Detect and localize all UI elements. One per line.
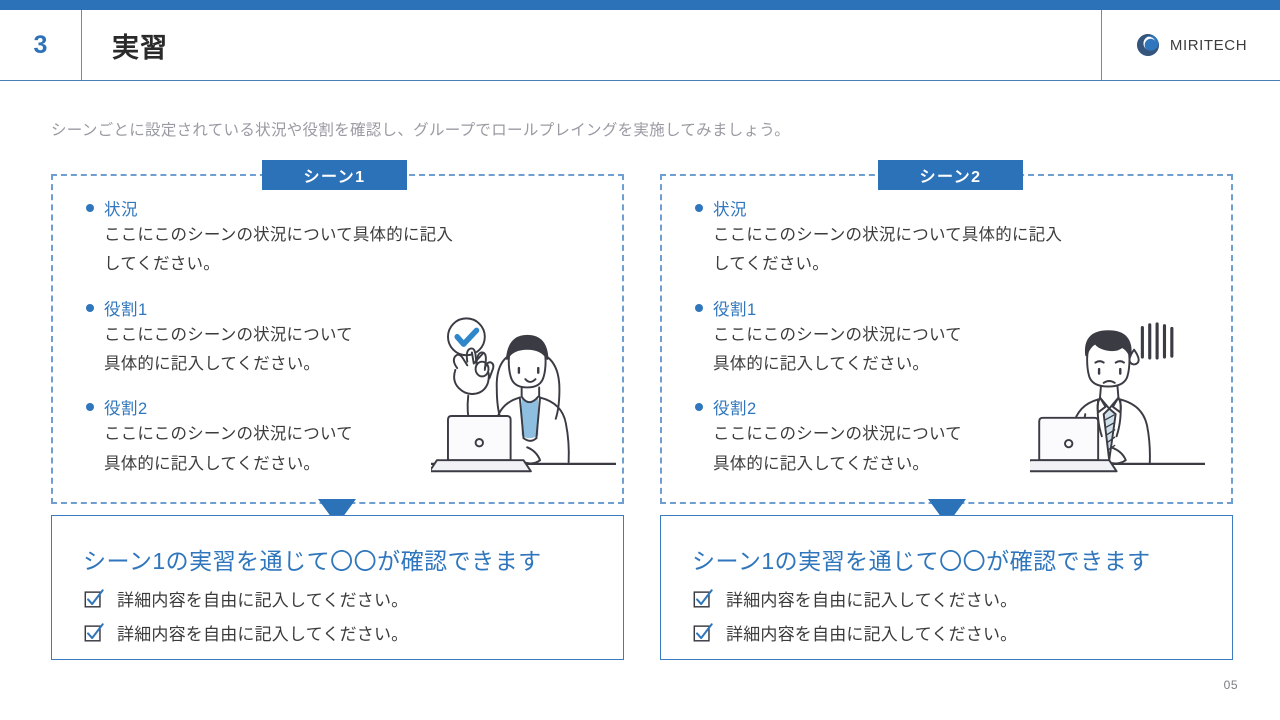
conclusion-2-check-list: 詳細内容を自由に記入してください。 詳細内容を自由に記入してください。	[692, 586, 1017, 654]
scene-1-block-0: 状況 ここにこのシーンの状況について具体的に記入 してください。	[86, 196, 456, 280]
bullet-dot-icon	[86, 403, 94, 412]
scene-1-block-0-head: 状況	[86, 196, 456, 220]
section-number: 3	[0, 10, 82, 80]
scene-2-block-0-body: ここにこのシーンの状況について具体的に記入 してください。	[713, 226, 1063, 274]
checkbox-checked-icon[interactable]	[83, 622, 105, 644]
scene-2-block-1-title: 役割1	[713, 300, 757, 319]
brand-logo-text: MIRITECH	[1169, 36, 1248, 54]
scene-2-block-2: 役割2 ここにこのシーンの状況について 具体的に記入してください。	[695, 395, 1065, 479]
conclusion-1-check-0: 詳細内容を自由に記入してください。	[117, 591, 409, 610]
conclusion-1-check-list: 詳細内容を自由に記入してください。 詳細内容を自由に記入してください。	[83, 586, 408, 654]
scene-1-block-1-body: ここにこのシーンの状況について 具体的に記入してください。	[104, 325, 353, 374]
woman-ok-gesture-laptop-illustration	[428, 311, 617, 486]
scene-panel-2: シーン2	[660, 160, 1233, 504]
scene-1-block-2-title: 役割2	[104, 400, 148, 419]
scene-2-block-1-head: 役割1	[695, 296, 1065, 320]
scene-1-block-2: 役割2 ここにこのシーンの状況について 具体的に記入してください。	[86, 395, 456, 479]
scene-2-block-1: 役割1 ここにこのシーンの状況について 具体的に記入してください。	[695, 296, 1065, 380]
scene-1-block-1-title: 役割1	[104, 300, 148, 319]
scene-2-block-2-body: ここにこのシーンの状況について 具体的に記入してください。	[713, 425, 962, 473]
worried-man-sweat-laptop-illustration	[1021, 311, 1207, 486]
bullet-dot-icon	[695, 403, 703, 412]
list-item[interactable]: 詳細内容を自由に記入してください。	[83, 620, 408, 645]
brand-logo: MIRITECH	[1102, 10, 1280, 80]
scene-tab-1[interactable]: シーン1	[262, 160, 407, 190]
scene-panel-1: シーン1	[51, 160, 624, 504]
spiral-logo-icon	[1135, 32, 1161, 58]
scene-1-bullet-list: 状況 ここにこのシーンの状況について具体的に記入 してください。 役割1 ここに…	[86, 196, 456, 479]
scene-2-block-1-body: ここにこのシーンの状況について 具体的に記入してください。	[713, 325, 962, 374]
list-item[interactable]: 詳細内容を自由に記入してください。	[692, 620, 1017, 645]
scene-2-block-0-title: 状況	[713, 201, 747, 219]
checkbox-checked-icon[interactable]	[83, 588, 105, 610]
page-title: 実習	[82, 10, 1102, 80]
conclusion-1-check-1: 詳細内容を自由に記入してください。	[117, 625, 409, 644]
scene-1-block-0-title: 状況	[104, 201, 138, 219]
conclusion-2-title: シーン1の実習を通じて〇〇が確認できます	[692, 548, 1151, 574]
top-accent-bar	[0, 0, 1280, 10]
conclusion-2-check-1: 詳細内容を自由に記入してください。	[726, 625, 1018, 644]
checkbox-checked-icon[interactable]	[692, 622, 714, 644]
slide-header: 3 実習 MIRITECH	[0, 10, 1280, 81]
scene-2-block-2-head: 役割2	[695, 395, 1065, 419]
scene-1-block-0-body: ここにこのシーンの状況について具体的に記入 してください。	[104, 226, 454, 274]
lead-instruction-text: シーンごとに設定されている状況や役割を確認し、グループでロールプレイングを実施し…	[51, 122, 791, 139]
scene-1-block-2-body: ここにこのシーンの状況について 具体的に記入してください。	[104, 425, 353, 473]
conclusion-2-check-0: 詳細内容を自由に記入してください。	[726, 591, 1018, 610]
scene-tab-2[interactable]: シーン2	[878, 160, 1023, 190]
scene-1-block-1-head: 役割1	[86, 296, 456, 320]
bullet-dot-icon	[695, 303, 703, 312]
scene-1-block-1: 役割1 ここにこのシーンの状況について 具体的に記入してください。	[86, 296, 456, 380]
list-item[interactable]: 詳細内容を自由に記入してください。	[692, 586, 1017, 611]
bullet-dot-icon	[86, 303, 94, 312]
conclusion-box-1: シーン1の実習を通じて〇〇が確認できます 詳細内容を自由に記入してください。	[51, 515, 624, 660]
scene-1-block-2-head: 役割2	[86, 395, 456, 419]
scene-2-block-2-title: 役割2	[713, 400, 757, 419]
page-number: 05	[1223, 678, 1238, 692]
scene-2-block-0: 状況 ここにこのシーンの状況について具体的に記入 してください。	[695, 196, 1065, 280]
checkbox-checked-icon[interactable]	[692, 588, 714, 610]
conclusion-1-title: シーン1の実習を通じて〇〇が確認できます	[83, 548, 542, 574]
bullet-dot-icon	[695, 204, 703, 212]
scene-2-bullet-list: 状況 ここにこのシーンの状況について具体的に記入 してください。 役割1 ここに…	[695, 196, 1065, 479]
conclusion-box-2: シーン1の実習を通じて〇〇が確認できます 詳細内容を自由に記入してください。	[660, 515, 1233, 660]
bullet-dot-icon	[86, 204, 94, 212]
scene-2-block-0-head: 状況	[695, 196, 1065, 220]
list-item[interactable]: 詳細内容を自由に記入してください。	[83, 586, 408, 611]
